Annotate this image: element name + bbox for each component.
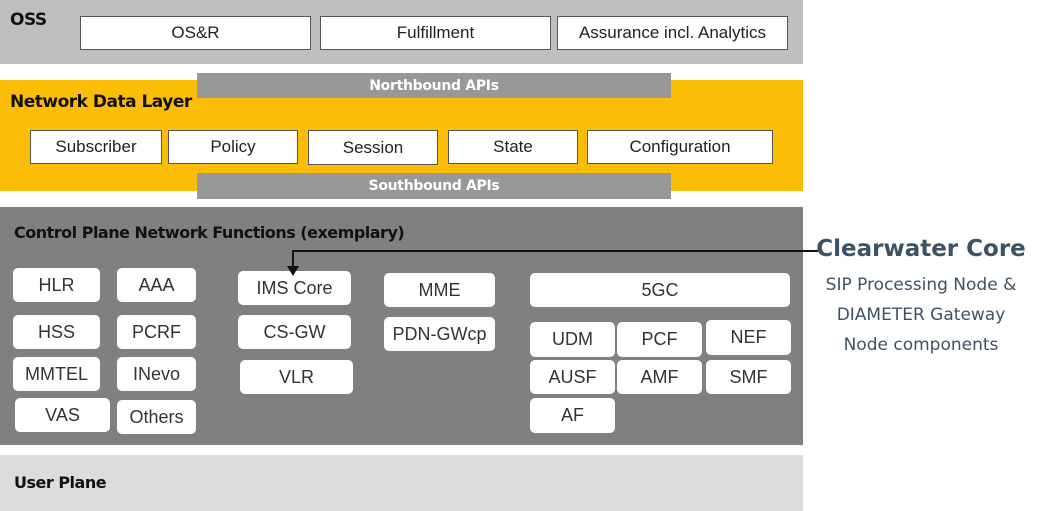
ndl-box-session: Session — [308, 130, 438, 165]
oss-box-assurance: Assurance incl. Analytics — [557, 16, 788, 50]
cp-pcrf: PCRF — [117, 315, 196, 349]
callout-line-1: SIP Processing Node & — [825, 275, 1017, 295]
cp-5gc: 5GC — [530, 273, 790, 307]
cp-nef: NEF — [706, 320, 791, 355]
ndl-title: Network Data Layer — [10, 92, 192, 112]
callout-line-2: DIAMETER Gateway — [836, 305, 1006, 325]
cp-ims-core: IMS Core — [238, 271, 351, 305]
ndl-box-configuration: Configuration — [587, 130, 773, 164]
control-plane-title: Control Plane Network Functions (exempla… — [14, 223, 405, 242]
ndl-box-state: State — [448, 130, 578, 164]
ndl-box-policy: Policy — [168, 130, 298, 164]
cp-vas: VAS — [15, 398, 110, 432]
user-plane-layer: User Plane — [0, 455, 803, 511]
network-data-layer: Network Data Layer Subscriber Policy Ses… — [0, 80, 803, 191]
cp-aaa: AAA — [117, 268, 196, 302]
cp-hss: HSS — [13, 315, 100, 349]
cp-hlr: HLR — [13, 268, 100, 302]
oss-box-osr: OS&R — [80, 16, 311, 50]
cp-pdn-gwcp: PDN-GWcp — [384, 317, 495, 351]
southbound-apis: Southbound APIs — [197, 173, 671, 199]
control-plane-layer: Control Plane Network Functions (exempla… — [0, 207, 803, 445]
cp-vlr: VLR — [240, 360, 353, 394]
cp-pcf: PCF — [617, 322, 702, 357]
cp-smf: SMF — [706, 360, 791, 394]
northbound-apis: Northbound APIs — [197, 73, 671, 98]
user-plane-title: User Plane — [14, 473, 107, 492]
cp-inevo: INevo — [117, 357, 196, 391]
cp-mme: MME — [384, 273, 495, 307]
oss-box-fulfillment: Fulfillment — [320, 16, 551, 50]
cp-amf: AMF — [617, 360, 702, 394]
cp-udm: UDM — [530, 322, 615, 357]
cp-mmtel: MMTEL — [13, 357, 100, 391]
cp-ausf: AUSF — [530, 360, 615, 394]
ndl-box-subscriber: Subscriber — [30, 130, 162, 164]
cp-af: AF — [530, 398, 615, 433]
callout-line-3: Node components — [843, 335, 999, 355]
oss-title: OSS — [10, 10, 47, 30]
cp-others: Others — [117, 400, 196, 434]
cp-cs-gw: CS-GW — [238, 315, 351, 349]
oss-layer: OSS OS&R Fulfillment Assurance incl. Ana… — [0, 0, 803, 64]
callout-title: Clearwater Core — [816, 236, 1026, 262]
